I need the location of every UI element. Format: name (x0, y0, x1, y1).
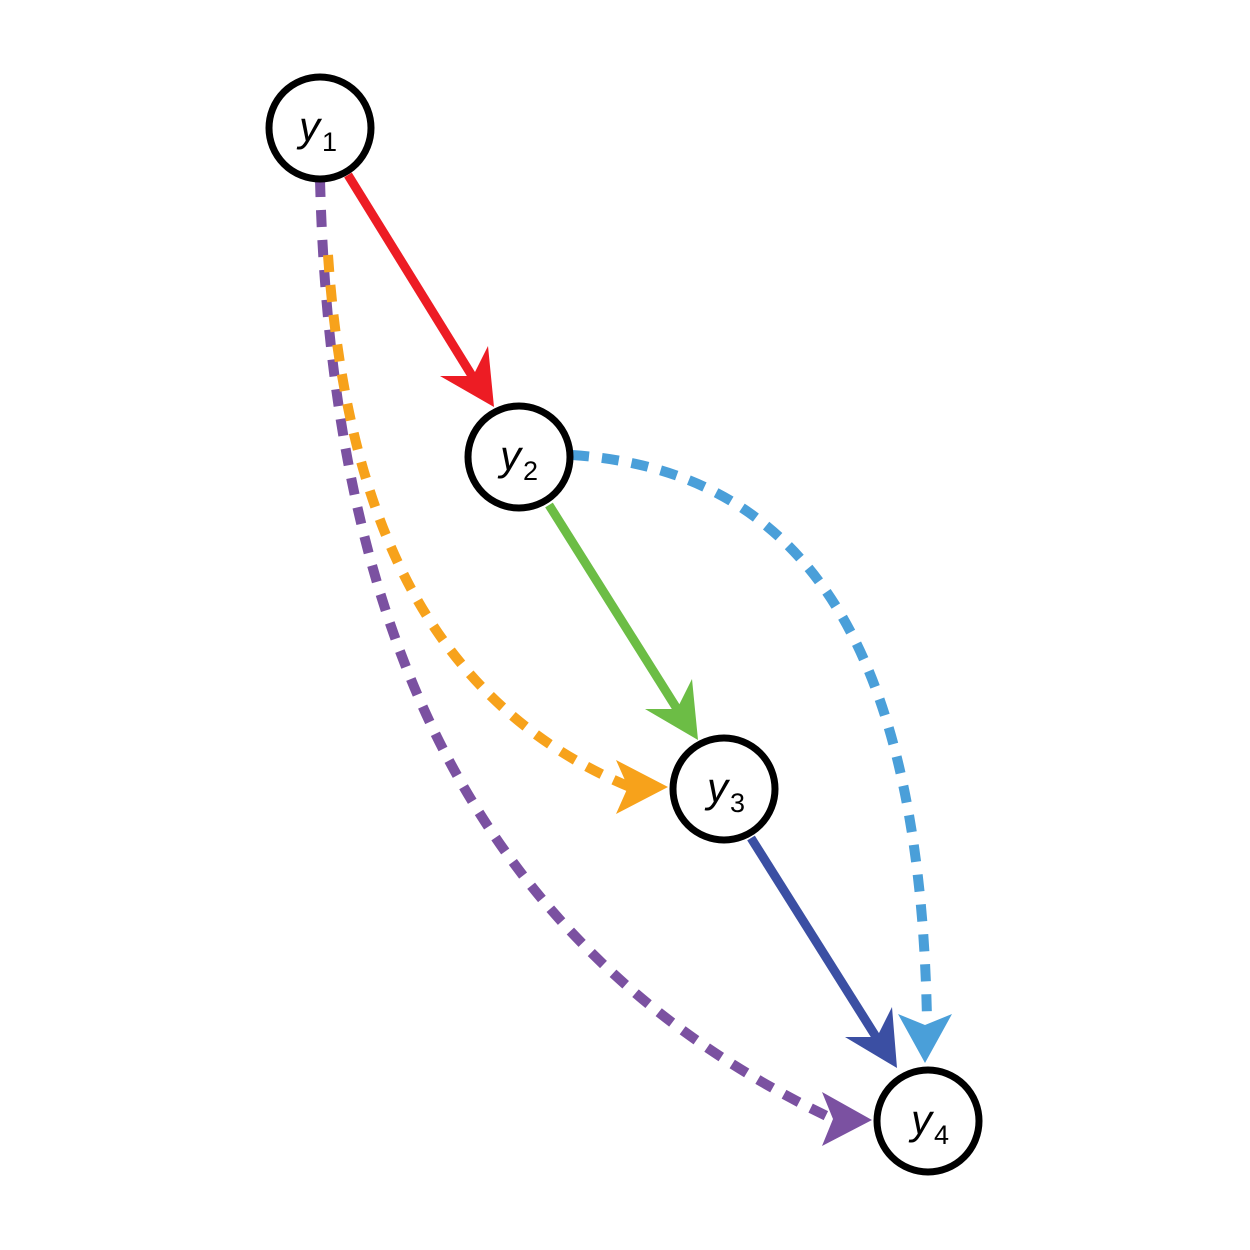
nodes-layer: y1 y2 y3 y4 (265, 73, 983, 1176)
edge-y2-y4-line (571, 450, 932, 1021)
node-y2-label: y2 (497, 432, 538, 486)
edge-y2-y3-arrowhead (645, 679, 698, 740)
edge-y3-y4-line (747, 835, 882, 1043)
node-y3: y3 (669, 734, 779, 844)
edge-y1-y4-arrowhead (822, 1092, 872, 1146)
edges-layer (315, 172, 952, 1146)
edge-y2-y3-line (545, 502, 683, 715)
edge-y2-y4 (571, 450, 952, 1063)
edge-y1-y4-line (315, 179, 838, 1125)
node-y1: y1 (265, 73, 375, 183)
edge-y3-y4 (747, 835, 897, 1068)
node-y2-circle (464, 402, 574, 512)
edge-y1-y3-arrowhead (616, 760, 668, 814)
node-y4: y4 (873, 1066, 983, 1176)
edge-y1-y3-line (323, 254, 632, 792)
edge-y1-y2-arrowhead (440, 346, 494, 407)
edge-y1-y2 (344, 172, 494, 407)
edge-y3-y4-arrowhead (845, 1007, 897, 1068)
node-y2: y2 (464, 402, 574, 512)
edge-y1-y4 (315, 179, 872, 1146)
node-y3-label: y3 (704, 764, 745, 818)
node-y4-label: y4 (908, 1096, 949, 1150)
node-y4-circle (873, 1066, 983, 1176)
edge-y1-y3 (323, 254, 668, 814)
edge-y2-y4-arrowhead (898, 1014, 952, 1063)
edge-y1-y2-line (344, 172, 478, 382)
node-y3-circle (669, 734, 779, 844)
node-y1-circle (265, 73, 375, 183)
edge-y2-y3 (545, 502, 698, 740)
node-y1-label: y1 (296, 103, 337, 157)
